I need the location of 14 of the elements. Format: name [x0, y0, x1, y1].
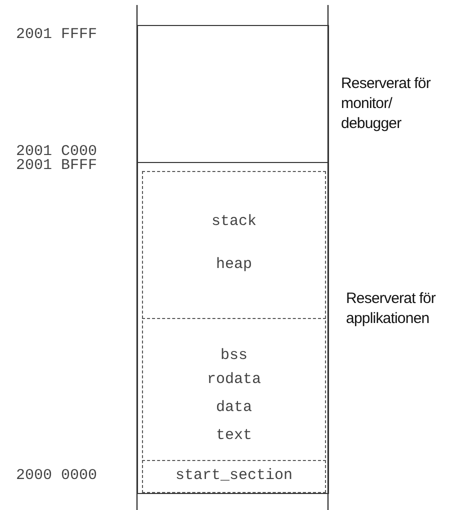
- address-label: 2000 0000: [16, 467, 98, 484]
- section-label: data: [216, 399, 252, 416]
- address-label: 2001 C000: [16, 143, 98, 160]
- section-label: stack: [211, 213, 256, 230]
- section-label: text: [216, 427, 252, 444]
- section-label: heap: [216, 256, 252, 273]
- section-label: rodata: [206, 371, 261, 388]
- memory-section: [142, 460, 326, 493]
- region-caption: Reserverat för monitor/ debugger: [341, 74, 432, 134]
- section-label: bss: [220, 347, 248, 364]
- region-caption: Reserverat för applikationen: [346, 289, 437, 329]
- address-label: 2001 FFFF: [16, 26, 98, 43]
- address-label: 2001 BFFF: [16, 157, 98, 174]
- section-label: start_section: [175, 467, 293, 484]
